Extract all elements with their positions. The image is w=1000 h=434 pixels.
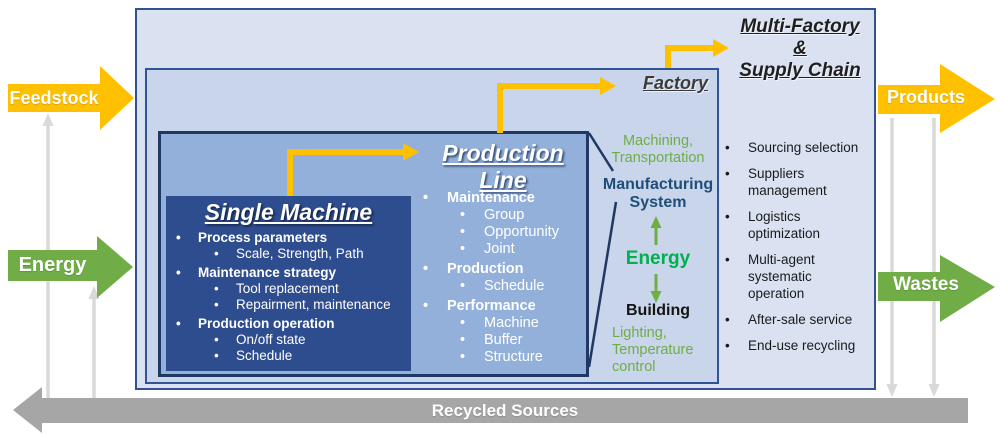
products-arrow-label: Products (886, 86, 965, 107)
recycle-line-from-wastes-arrowhead-icon (928, 384, 940, 397)
list-item: •Machine (460, 315, 539, 331)
bullet-icon: • (214, 281, 219, 296)
energy-down-arrowhead-icon (650, 291, 662, 303)
supply-chain-list: •Sourcing selection •Suppliers managemen… (725, 139, 877, 363)
bullet-icon: • (214, 246, 219, 261)
bullet-icon: • (460, 332, 466, 348)
list-item: •Performance (423, 298, 536, 314)
manufacturing-system-label: Manufacturing System (602, 176, 714, 211)
brace-line-top (587, 132, 615, 172)
multi-factory-title-line1: Multi-Factory (740, 16, 860, 37)
bullet-icon: • (423, 298, 429, 314)
production-line-list: •Maintenance •Group •Opportunity •Joint … (423, 190, 591, 366)
recycled-sources-label: Recycled Sources (431, 400, 579, 420)
lighting-temperature-note: Lighting, Temperature control (612, 325, 694, 375)
list-item: •Opportunity (460, 224, 559, 240)
list-item: •Schedule (214, 348, 293, 363)
list-item: •Process parameters (176, 230, 328, 245)
list-item: •On/off state (214, 332, 306, 347)
energy-arrow-label: Energy (18, 254, 87, 276)
recycle-line-to-energy-arrowhead-icon (88, 286, 100, 299)
energy-up-arrowhead-icon (650, 216, 662, 228)
multi-factory-title-line2: & (793, 38, 807, 59)
list-item: •Joint (460, 241, 515, 257)
list-item: •Production operation (176, 316, 335, 331)
factory-title: Factory (642, 73, 709, 93)
energy-input-arrow (8, 236, 133, 298)
machining-transportation-note: Machining, Transportation (611, 133, 705, 166)
bullet-icon: • (725, 166, 730, 181)
list-item: •After-sale service (725, 312, 853, 327)
bullet-icon: • (423, 261, 429, 277)
list-item: •Repairment, maintenance (214, 297, 391, 312)
recycle-line-to-feedstock-arrowhead-icon (42, 113, 54, 126)
bullet-icon: • (214, 332, 219, 347)
list-item: •Buffer (460, 332, 523, 348)
list-item: •Multi-agent systematic operation (725, 252, 815, 301)
list-item: •Logistics optimization (725, 209, 821, 241)
list-item: •Production (423, 261, 524, 277)
list-item: •Structure (460, 349, 543, 365)
wastes-arrow (878, 255, 995, 322)
bullet-icon: • (725, 338, 730, 353)
feedstock-arrow (8, 66, 134, 130)
brace-line-bottom (587, 201, 618, 368)
list-item: •Maintenance (423, 190, 535, 206)
list-item: •Sourcing selection (725, 140, 859, 155)
bullet-icon: • (725, 312, 730, 327)
single-machine-list: •Process parameters •Scale, Strength, Pa… (176, 229, 408, 364)
list-item: •End-use recycling (725, 338, 856, 353)
bullet-icon: • (460, 349, 466, 365)
multi-factory-title: Multi-Factory & Supply Chain (716, 16, 884, 82)
bullet-icon: • (460, 278, 466, 294)
multi-factory-title-line3: Supply Chain (739, 60, 861, 81)
bullet-icon: • (176, 265, 181, 280)
production-line-title: Production Line (442, 140, 564, 193)
list-item: •Suppliers management (725, 166, 827, 198)
bullet-icon: • (460, 207, 466, 223)
building-label: Building (626, 302, 690, 319)
wastes-arrow-label: Wastes (893, 274, 959, 295)
bullet-icon: • (460, 315, 466, 331)
bullet-icon: • (460, 224, 466, 240)
recycle-line-from-products-arrowhead-icon (886, 384, 898, 397)
list-item: •Scale, Strength, Path (214, 246, 364, 261)
connector-factory-mf-arrowhead-icon (713, 39, 729, 57)
connector-sm-pl-arrowhead-icon (403, 143, 419, 161)
bullet-icon: • (176, 316, 181, 331)
feedstock-arrow-label: Feedstock (9, 87, 99, 108)
products-arrow (878, 64, 995, 133)
single-machine-box (166, 196, 411, 371)
list-item: •Maintenance strategy (176, 265, 337, 280)
connector-pl-factory-arrowhead-icon (600, 77, 616, 95)
recycled-sources-arrow (13, 387, 968, 433)
list-item: •Tool replacement (214, 281, 339, 296)
bullet-icon: • (214, 297, 219, 312)
bullet-icon: • (176, 230, 181, 245)
connector-single-machine-to-production-line (287, 149, 403, 196)
bullet-icon: • (725, 209, 730, 224)
list-item: •Group (460, 207, 525, 223)
energy-center-label: Energy (625, 248, 691, 269)
connector-production-line-to-factory (497, 83, 600, 133)
list-item: •Schedule (460, 278, 545, 294)
bullet-icon: • (423, 190, 429, 206)
connector-factory-to-multi-factory (665, 45, 713, 68)
bullet-icon: • (214, 348, 219, 363)
bullet-icon: • (725, 252, 730, 267)
bullet-icon: • (725, 140, 730, 155)
bullet-icon: • (460, 241, 466, 257)
single-machine-title: Single Machine (204, 199, 373, 225)
